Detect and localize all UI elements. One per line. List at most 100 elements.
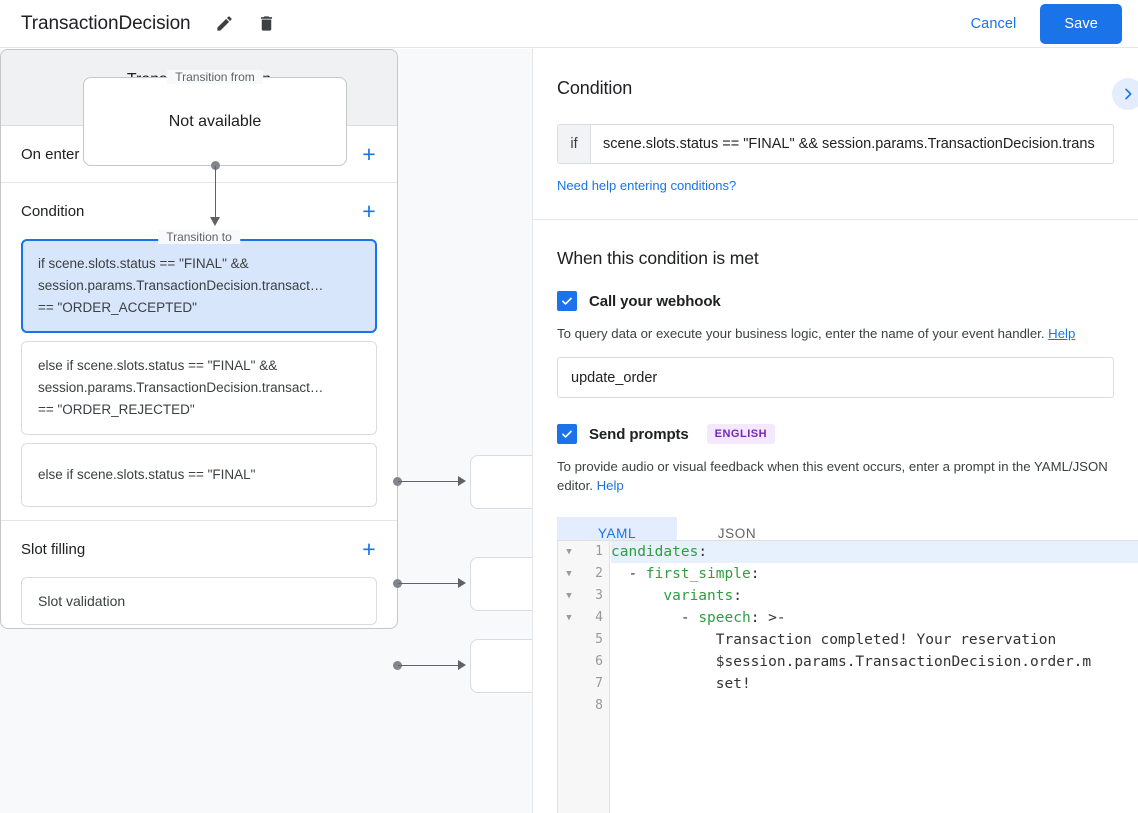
panel-divider: [532, 49, 533, 813]
section-divider: [533, 219, 1138, 220]
condition-line-2: session.params.TransactionDecision.trans…: [38, 380, 324, 395]
code-line[interactable]: [611, 695, 1138, 717]
code-line[interactable]: Transaction completed! Your reservation: [611, 632, 1057, 648]
editor-fold-column[interactable]: ▼ ▼ ▼ ▼: [558, 541, 580, 813]
condition-line-1: if scene.slots.status == "FINAL" &&: [38, 256, 249, 271]
condition-if-prefix: if: [558, 125, 591, 163]
add-condition-plus-icon[interactable]: +: [357, 199, 381, 223]
transition-from-value: Not available: [168, 112, 262, 130]
line-number: 8: [595, 698, 603, 713]
condition-list-item[interactable]: else if scene.slots.status == "FINAL": [21, 443, 377, 507]
transition-from-legend: Transition from: [167, 70, 263, 84]
code-line[interactable]: - first_simple:: [611, 566, 760, 582]
branch-arrow-3: [458, 660, 466, 670]
call-webhook-checkbox[interactable]: [557, 291, 577, 311]
fold-spacer: [558, 673, 580, 695]
send-prompts-description: To provide audio or visual feedback when…: [557, 457, 1114, 495]
branch-target-card-3[interactable]: [470, 639, 533, 693]
condition-line-1: else if scene.slots.status == "FINAL": [38, 467, 256, 482]
code-line[interactable]: $session.params.TransactionDecision.orde…: [611, 654, 1092, 670]
line-number: 2: [595, 566, 603, 581]
condition-section: Condition if Need help entering conditio…: [533, 49, 1138, 195]
condition-list-item[interactable]: else if scene.slots.status == "FINAL" &&…: [21, 341, 377, 435]
branch-dot-2: [393, 579, 402, 588]
add-slot-filling-plus-icon[interactable]: +: [357, 537, 381, 561]
condition-expression-input[interactable]: [591, 125, 1113, 163]
fold-toggle-icon[interactable]: ▼: [566, 591, 572, 601]
send-prompts-label: Send prompts: [589, 425, 689, 443]
add-on-enter-plus-icon[interactable]: +: [357, 142, 381, 166]
connector-dot-top: [211, 161, 220, 170]
send-prompts-checkbox[interactable]: [557, 424, 577, 444]
fold-toggle-icon[interactable]: ▼: [566, 547, 572, 557]
branch-dot-1: [393, 477, 402, 486]
call-webhook-row[interactable]: Call your webhook: [557, 291, 1114, 311]
branch-target-card-1[interactable]: [470, 455, 533, 509]
section-on-enter[interactable]: On enter +: [1, 126, 397, 182]
cancel-button[interactable]: Cancel: [957, 6, 1031, 42]
fold-spacer: [558, 695, 580, 717]
section-on-enter-label: On enter: [21, 145, 80, 163]
code-line[interactable]: variants:: [663, 588, 742, 604]
send-prompts-help-link[interactable]: Help: [596, 478, 624, 493]
language-badge: ENGLISH: [706, 424, 776, 444]
branch-arrow-2: [458, 578, 466, 588]
fold-spacer: [558, 629, 580, 651]
save-button[interactable]: Save: [1040, 3, 1122, 44]
send-prompts-row[interactable]: Send prompts ENGLISH: [557, 424, 1114, 444]
top-bar: TransactionDecision Cancel Save: [0, 0, 1138, 48]
section-slot-filling-label: Slot filling: [21, 540, 86, 558]
when-condition-met-heading: When this condition is met: [557, 248, 759, 268]
transition-to-legend: Transition to: [158, 230, 240, 244]
connector-arrow-down: [210, 217, 220, 226]
fold-toggle-icon[interactable]: ▼: [566, 569, 572, 579]
branch-line-3: [398, 665, 461, 667]
code-line[interactable]: set!: [611, 676, 751, 692]
code-line[interactable]: candidates:: [611, 541, 1138, 563]
pencil-icon[interactable]: [213, 12, 237, 36]
condition-expression-field[interactable]: if: [557, 124, 1114, 164]
editor-code-area[interactable]: candidates: - first_simple: variants: - …: [611, 541, 1138, 813]
branch-arrow-1: [458, 476, 466, 486]
page-title: TransactionDecision: [21, 12, 191, 34]
condition-list-item[interactable]: if scene.slots.status == "FINAL" && sess…: [21, 239, 377, 333]
call-webhook-description: To query data or execute your business l…: [557, 324, 1114, 343]
condition-line-2: session.params.TransactionDecision.trans…: [38, 278, 324, 293]
section-condition-label: Condition: [21, 202, 85, 220]
slot-validation-item[interactable]: Slot validation: [21, 577, 377, 625]
tab-json[interactable]: JSON: [677, 517, 797, 550]
call-webhook-description-text: To query data or execute your business l…: [557, 326, 1045, 341]
condition-line-1: else if scene.slots.status == "FINAL" &&: [38, 358, 278, 373]
scene-graph-panel: Transition from Not available Transition…: [0, 49, 533, 813]
when-condition-met-section: When this condition is met Call your web…: [533, 220, 1138, 550]
fold-toggle-icon[interactable]: ▼: [566, 613, 572, 623]
event-handler-input[interactable]: [557, 357, 1114, 398]
line-number: 3: [595, 588, 603, 603]
condition-line-3: == "ORDER_ACCEPTED": [38, 300, 197, 315]
line-number: 1: [595, 544, 603, 559]
branch-dot-3: [393, 661, 402, 670]
top-bar-actions: Cancel Save: [957, 3, 1138, 44]
branch-line-1: [398, 481, 461, 483]
line-number: 4: [595, 610, 603, 625]
branch-target-card-2[interactable]: [470, 557, 533, 611]
divider: [1, 182, 397, 183]
call-webhook-help-link[interactable]: Help: [1048, 326, 1076, 341]
condition-section-title: Condition: [557, 78, 633, 98]
call-webhook-label: Call your webhook: [589, 292, 721, 310]
line-number: 7: [595, 676, 603, 691]
divider: [1, 520, 397, 521]
fold-spacer: [558, 651, 580, 673]
condition-line-3: == "ORDER_REJECTED": [38, 402, 195, 417]
section-slot-filling[interactable]: Slot filling +: [1, 521, 397, 577]
section-condition[interactable]: Condition +: [1, 183, 397, 239]
condition-help-link[interactable]: Need help entering conditions?: [557, 178, 737, 193]
trash-icon[interactable]: [255, 12, 279, 36]
code-line[interactable]: - speech: >-: [611, 610, 786, 626]
chevron-right-icon[interactable]: [1112, 78, 1138, 110]
send-prompts-description-text: To provide audio or visual feedback when…: [557, 459, 1108, 493]
branch-line-2: [398, 583, 461, 585]
